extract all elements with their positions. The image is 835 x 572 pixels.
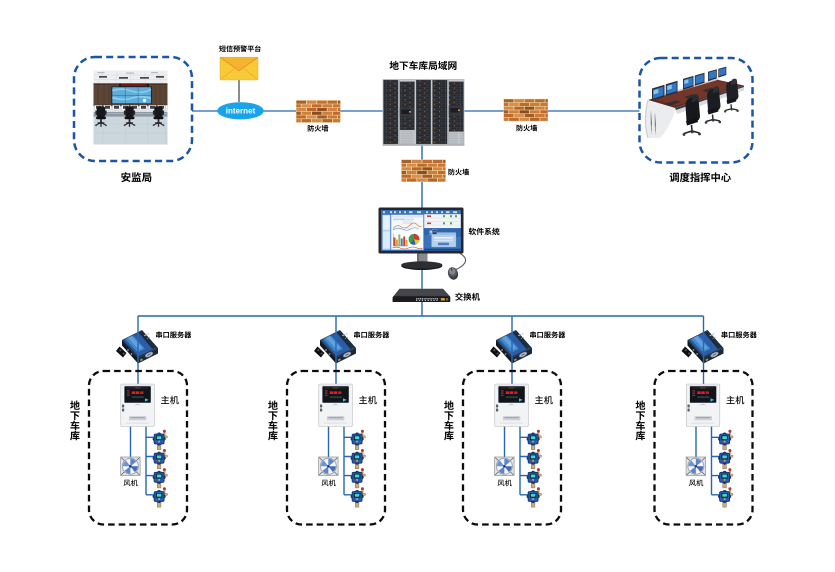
svg-text:internet: internet bbox=[226, 106, 256, 116]
